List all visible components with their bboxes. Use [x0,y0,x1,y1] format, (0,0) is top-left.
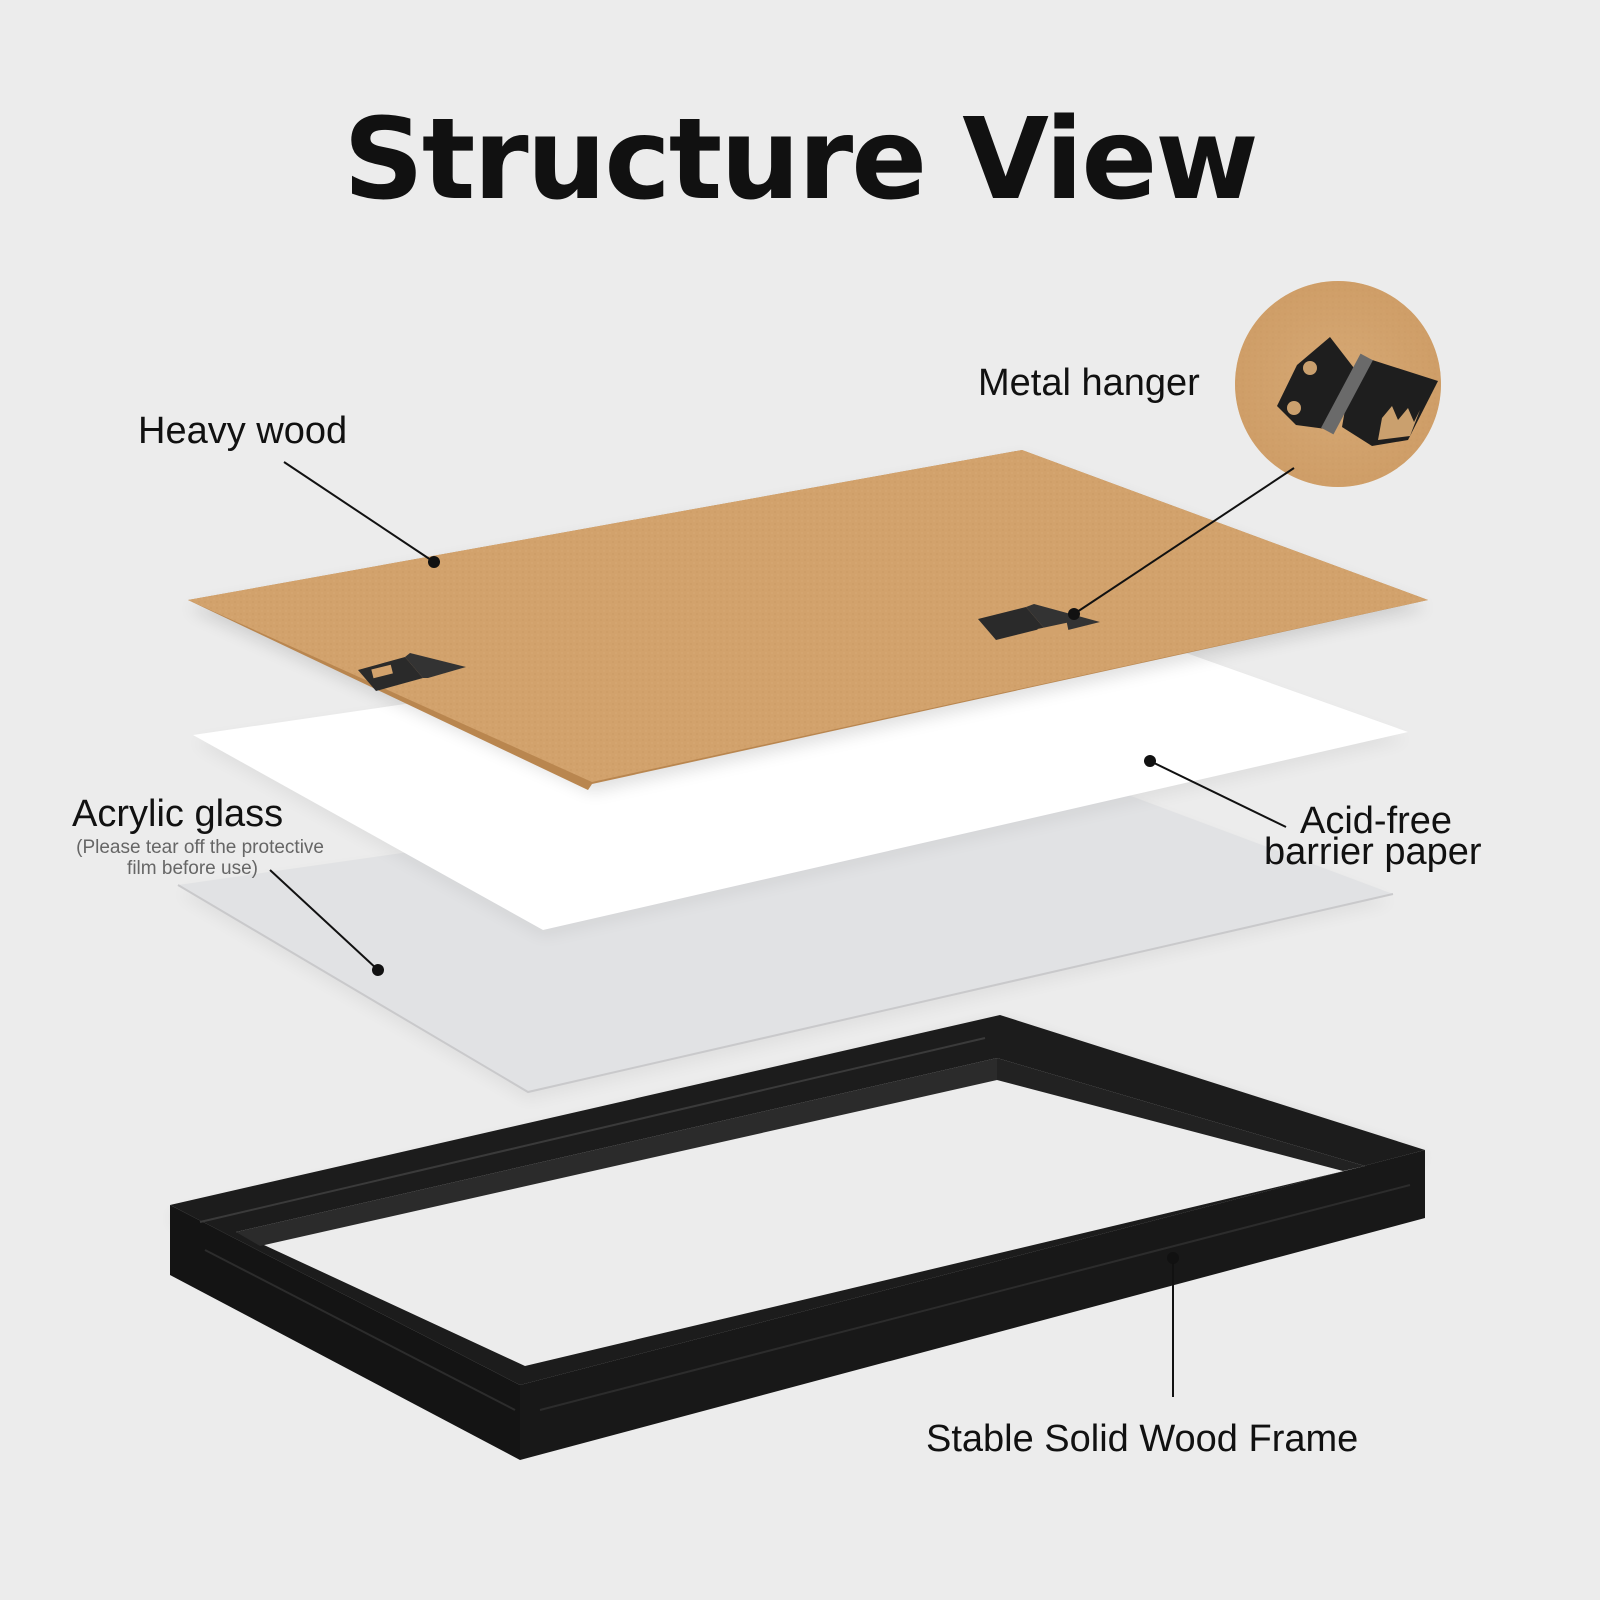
frame-label: Stable Solid Wood Frame [926,1418,1359,1460]
acid-free-label-line1: Acid-free [1300,800,1453,842]
callout-lines [269,461,1295,1397]
barrier-paper-dot [1144,755,1156,767]
acrylic-note-line1: (Please tear off the protective [76,837,324,858]
acrylic-dot [372,964,384,976]
acrylic-note-line2: film before use) [127,858,258,879]
metal-hanger-label: Metal hanger [978,362,1200,404]
page-title: Structure View [343,95,1259,225]
metal-hanger-dot [1068,608,1080,620]
acrylic-glass-label: Acrylic glass [72,793,284,835]
acid-free-label-line2: barrier paper [1264,831,1482,873]
heavy-wood-label: Heavy wood [138,410,348,452]
wood-frame [170,1015,1425,1460]
hanger-right [978,604,1100,640]
backing-board [188,450,1428,792]
barrier-paper-sheet [193,608,1408,937]
hanger-left [358,653,466,691]
hanger-zoom-circle [1235,281,1441,487]
heavy-wood-dot [428,556,440,568]
frame-dot [1167,1252,1179,1264]
